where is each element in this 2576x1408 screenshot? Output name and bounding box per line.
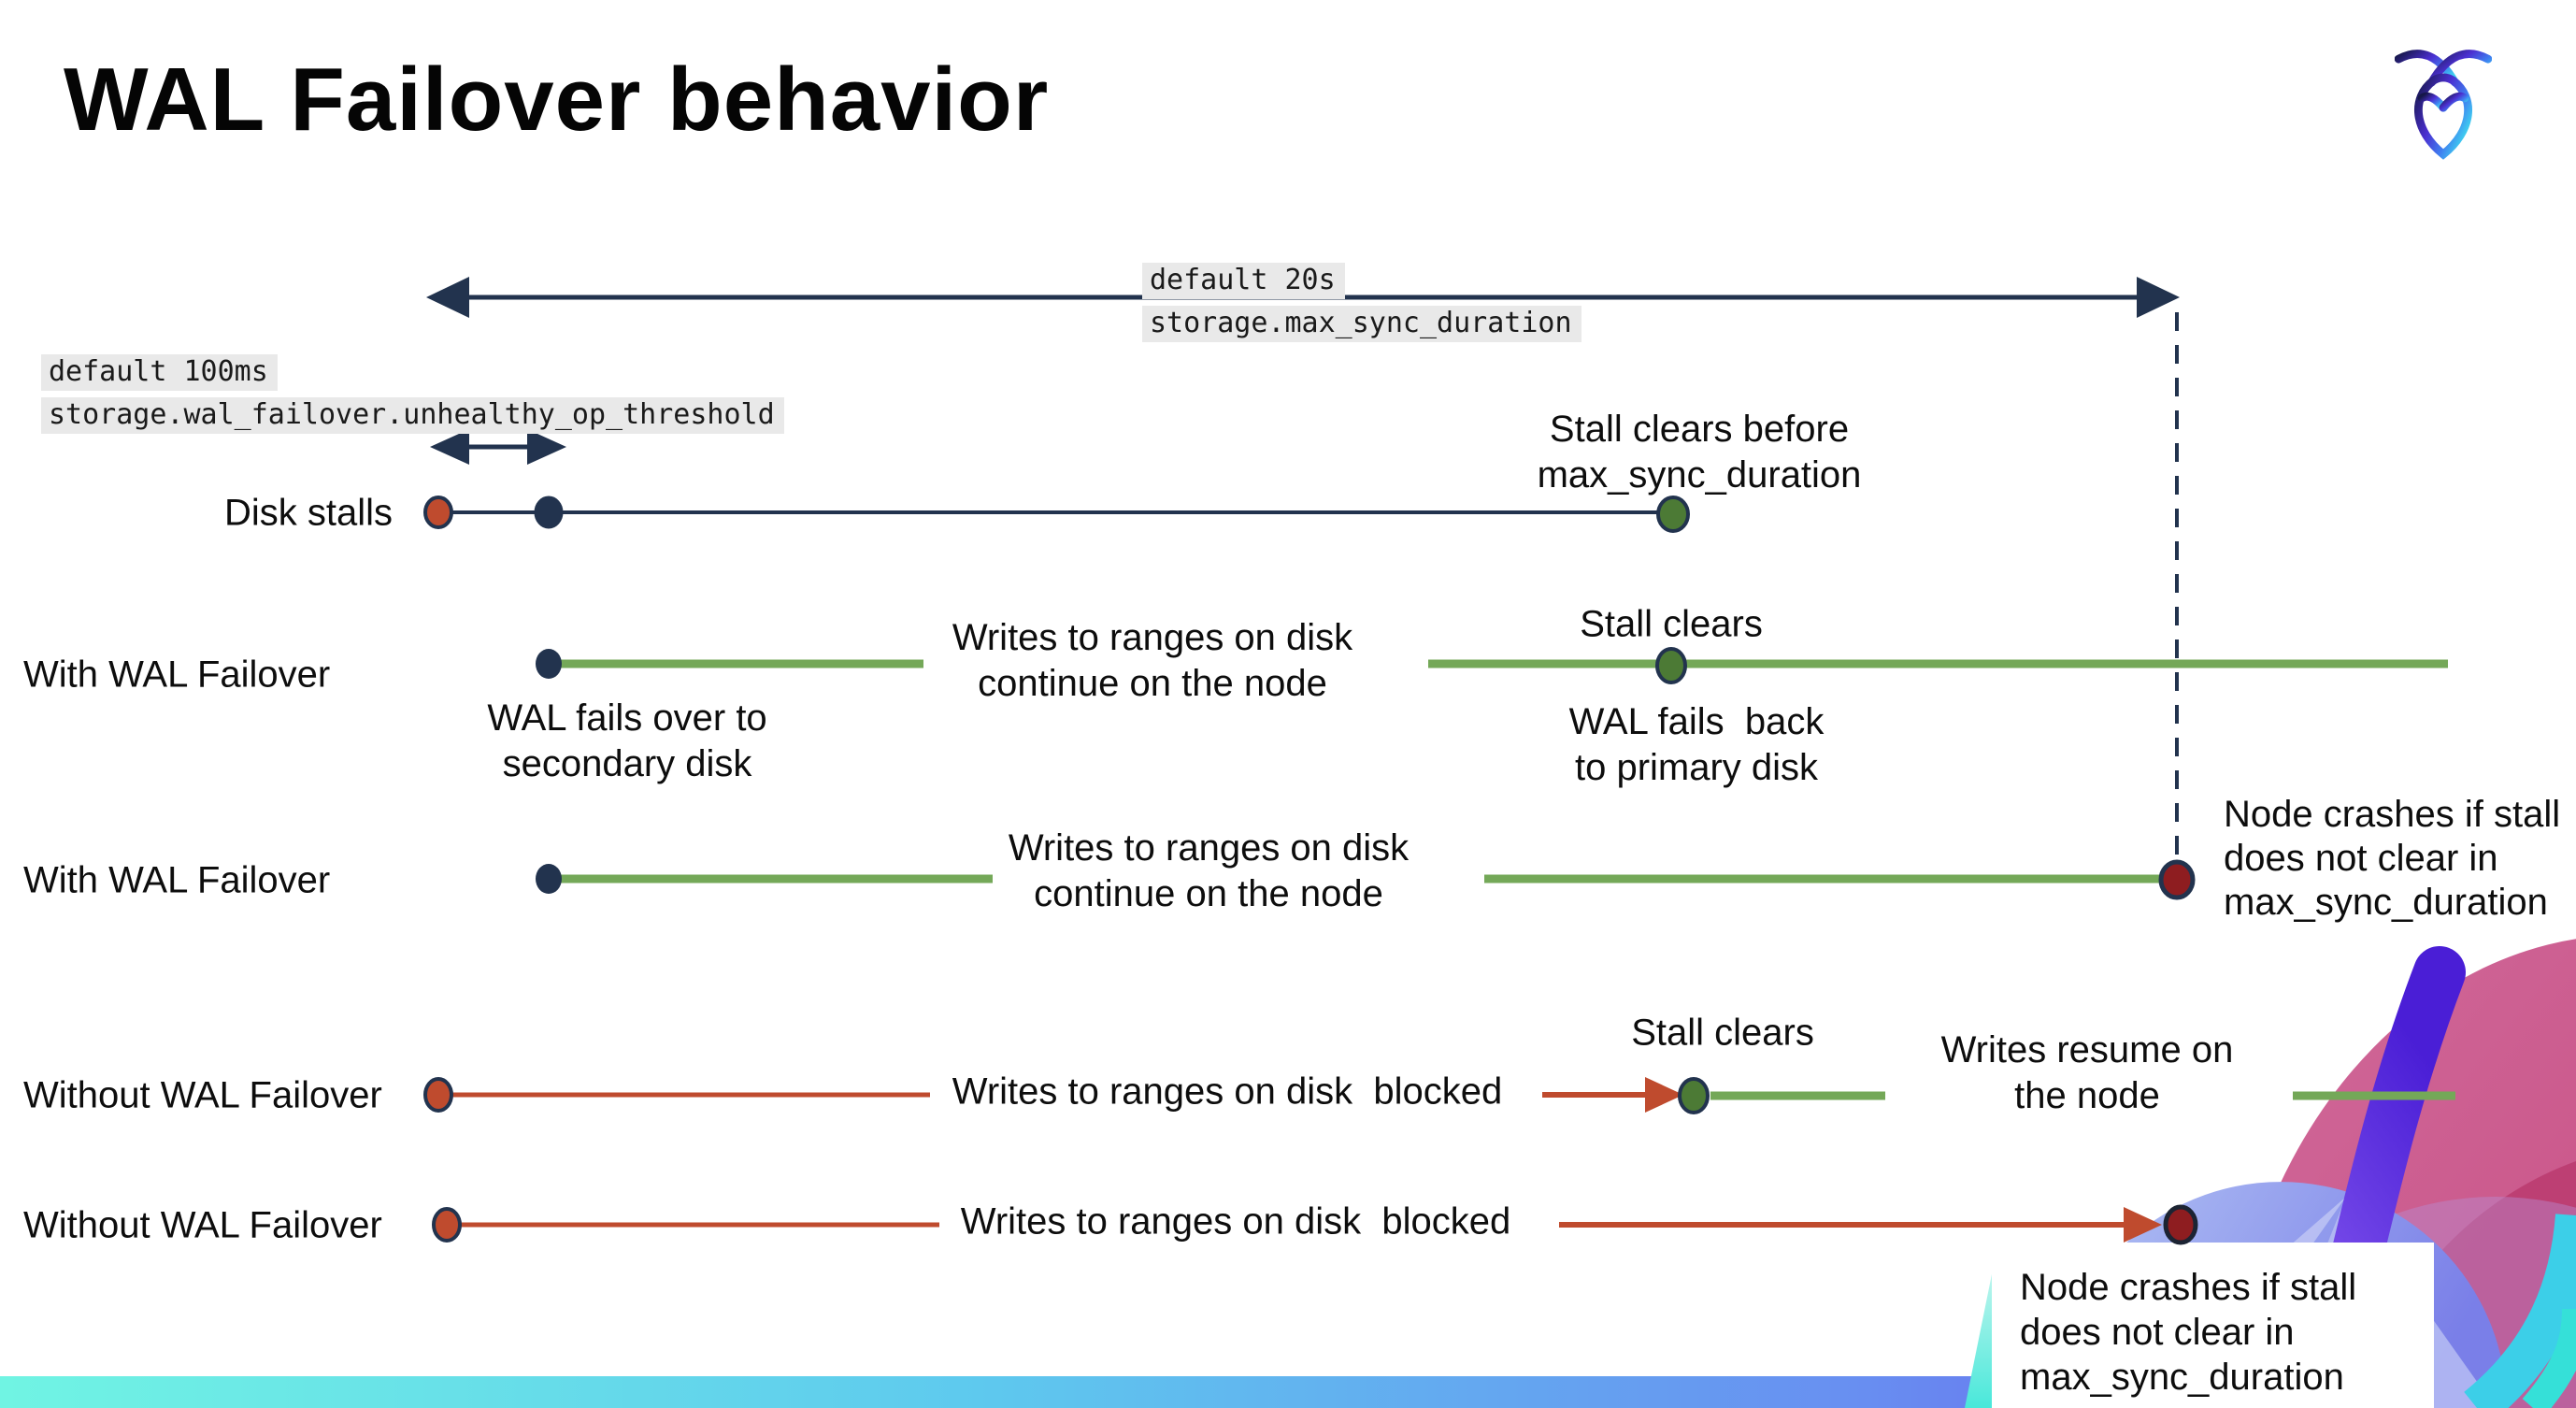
arrowhead-right-icon	[527, 429, 566, 465]
arrowhead-right-icon	[2124, 1207, 2162, 1243]
arrowhead-right-icon	[1645, 1077, 1683, 1113]
stall-start-dot	[432, 1207, 462, 1243]
failover-dot	[536, 649, 562, 679]
threshold-setting-name: storage.wal_failover.unhealthy_op_thresh…	[41, 397, 784, 434]
arrowhead-left-icon	[430, 429, 469, 465]
crash-note-bottom: Node crashes if stall does not clear in …	[2020, 1267, 2357, 1398]
note-writes-blocked-1: Writes to ranges on disk blocked	[952, 1070, 1503, 1113]
threshold-default-value: default 100ms	[41, 354, 278, 391]
crash-dot	[2158, 859, 2196, 900]
threshold-dot	[534, 496, 564, 529]
stall-clear-dot	[1656, 496, 1690, 533]
arrowhead-right-icon	[2137, 277, 2180, 318]
row-label-without-wal-failover-2: Without WAL Failover	[23, 1204, 382, 1246]
unhealthy-op-threshold-label: default 100ms storage.wal_failover.unhea…	[41, 354, 784, 434]
arrowhead-left-icon	[426, 277, 469, 318]
note-writes-continue-2: Writes to ranges on disk continue on the…	[1008, 827, 1410, 914]
row-label-with-wal-failover-1: With WAL Failover	[23, 654, 331, 696]
crash-note-box: Node crashes if stall does not clear in …	[1992, 1243, 2434, 1408]
max-sync-duration-label: default 20s storage.max_sync_duration	[1142, 263, 1581, 342]
cockroachdb-logo-icon	[2395, 50, 2492, 160]
failover-dot	[536, 864, 562, 894]
timeline-with-wal-failover-1	[536, 647, 2448, 684]
crash-note-top: Node crashes if stall does not clear in …	[2224, 794, 2561, 924]
note-writes-blocked-2: Writes to ranges on disk blocked	[960, 1200, 1511, 1243]
timeline-without-wal-failover-2	[432, 1204, 2198, 1245]
stall-clear-dot	[1655, 647, 1687, 684]
timeline-with-wal-failover-2	[536, 859, 2196, 900]
stall-clear-dot	[1678, 1077, 1710, 1114]
stall-start-dot	[423, 496, 453, 529]
note-stall-clears-before: Stall clears before max_sync_duration	[1537, 409, 1862, 496]
logo-body	[2414, 73, 2472, 160]
note-fails-over: WAL fails over to secondary disk	[487, 697, 767, 784]
logo-arm-right	[2439, 92, 2469, 112]
note-stall-clears-1: Stall clears	[1580, 603, 1763, 645]
max-sync-setting-name: storage.max_sync_duration	[1142, 306, 1581, 342]
page-title: WAL Failover behavior	[64, 50, 1050, 150]
note-writes-resume: Writes resume on the node	[1940, 1029, 2234, 1116]
row-label-with-wal-failover-2: With WAL Failover	[23, 859, 331, 901]
crash-dot	[2163, 1204, 2198, 1245]
row-label-without-wal-failover-1: Without WAL Failover	[23, 1074, 382, 1116]
row-label-disk-stalls: Disk stalls	[223, 492, 394, 534]
timeline-without-wal-failover-1	[423, 1077, 2455, 1114]
timeline-disk-stalls	[423, 496, 1690, 533]
unhealthy-op-threshold-arrow	[430, 429, 566, 465]
note-fails-back: WAL fails back to primary disk	[1568, 701, 1825, 788]
art-cyan-arc	[2464, 1214, 2576, 1408]
note-stall-clears-2: Stall clears	[1631, 1012, 1814, 1054]
max-sync-default-value: default 20s	[1142, 263, 1345, 299]
stall-start-dot	[423, 1077, 453, 1113]
note-writes-continue-1: Writes to ranges on disk continue on the…	[952, 617, 1353, 704]
